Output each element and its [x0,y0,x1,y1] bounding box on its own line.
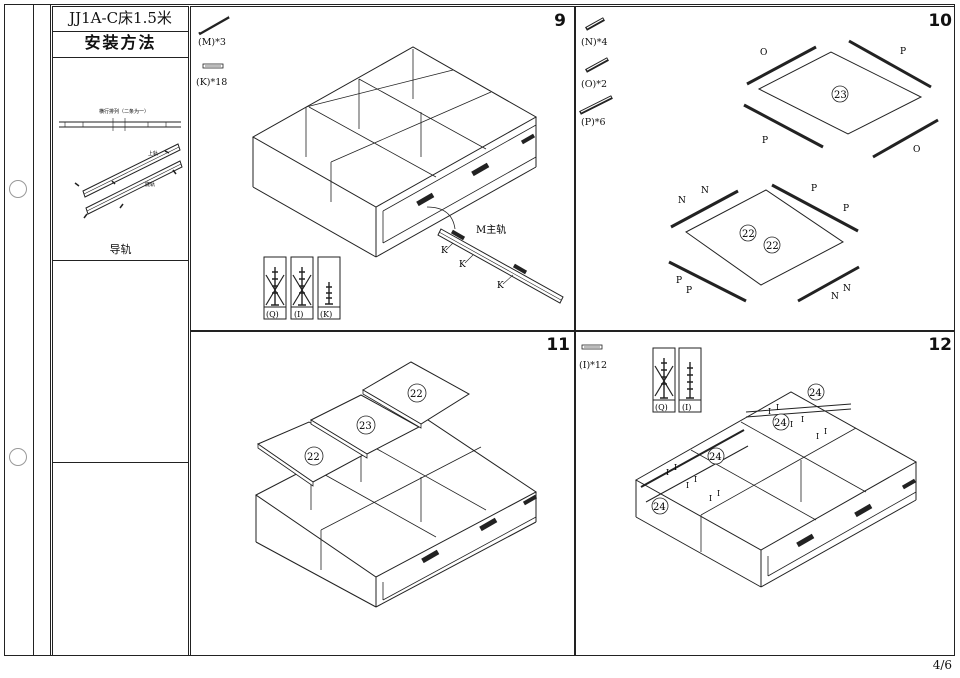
step-9-panel: 9 (M)*3 (K)*18 [190,6,575,331]
part-quantity-p: (P)*6 [581,117,606,128]
panel-22-b: 22 [766,241,779,252]
method-title: 安装方法 [53,32,188,58]
i-label: I [824,427,827,436]
part-quantity-k: (K)*18 [196,77,228,88]
edge-p2: P [762,136,768,146]
edge-p6: P [686,286,692,296]
screw-box-i: (I) [678,347,702,413]
edge-p4: P [843,204,849,214]
i-label: I [686,481,689,490]
panel-24-d: 24 [653,502,666,513]
model-number: JJ1A-C床1.5米 [53,7,188,32]
edge-n4: N [843,284,851,294]
i-label: I [816,432,819,441]
edge-p1: P [900,47,906,57]
step-10-panel: 10 (N)*4 (O)*2 (P)*6 23 O P P O 22 22 N … [575,6,955,331]
i-label: I [666,468,669,477]
i-label: I [717,489,720,498]
screw-box-q: (Q) [652,347,676,413]
screw-box-q: (Q) [263,256,287,320]
screw-label-q: (Q) [655,403,668,412]
k-label-2: K [459,260,466,270]
k-label-3: K [497,281,504,291]
screw-label-i: (I) [682,403,691,412]
i-label: I [801,415,804,424]
screw-label-k: (K) [320,310,332,319]
part-quantity-n: (N)*4 [581,37,608,48]
rail-caption: 导轨 [109,243,132,256]
margin-line-inner [50,4,51,656]
step-12-panel: 12 (I)*12 (Q) (I) [575,331,955,656]
i-label: I [694,475,697,484]
i-label: I [674,463,677,472]
i-label: I [776,403,779,412]
step-12-illustration: (Q) (I) 24 24 24 [581,344,918,588]
i-label: I [709,494,712,503]
panel-22-left: 22 [307,452,320,463]
step-number: 9 [554,11,566,31]
edge-n1: N [678,196,686,206]
edge-o2: O [913,145,920,155]
part-quantity-m: (M)*3 [198,37,226,48]
panel-22-right: 22 [410,389,423,400]
binder-hole-bottom [9,448,27,466]
rail-note: 横行排列（二条为一） [99,108,149,115]
edge-n3: N [831,292,839,302]
step-number: 11 [546,335,570,355]
i-label: I [768,407,771,416]
edge-p3: P [811,184,817,194]
k-label-1: K [441,246,448,256]
step-number: 10 [928,11,952,31]
rail-illustration: 横行排列（二条为一） 上轨 底轨 [59,108,183,219]
step-11-panel: 11 22 23 22 [190,331,575,656]
screw-label-i: (I) [294,310,303,319]
rail-label-top: 上轨 [148,150,158,157]
step-number: 12 [928,335,952,355]
part-quantity-i: (I)*12 [579,360,608,371]
rail-label-bottom: 底轨 [145,181,155,188]
screw-box-i: (I) [290,256,314,320]
panel-22-a: 22 [742,229,755,240]
edge-o1: O [760,48,767,58]
panel-24-b: 24 [774,418,787,429]
step-10-illustration: 23 O P P O 22 22 N N P P P P N N [579,17,939,303]
sidebar-empty-cell-2 [53,463,188,655]
panel-24-c: 24 [709,452,722,463]
panel-23: 23 [834,90,847,101]
rail-label-m: M主轨 [476,223,506,236]
i-label: I [790,420,793,429]
rail-illustration-cell: 横行排列（二条为一） 上轨 底轨 导轨 [53,58,188,261]
step-11-illustration: 22 23 22 [255,361,538,608]
edge-n2: N [701,186,709,196]
sidebar-empty-cell-1 [53,261,188,463]
step-9-illustration: M主轨 K K K (Q) (I) (K) [198,15,564,320]
screw-label-q: (Q) [266,310,279,319]
page-number: 4/6 [932,658,952,672]
panel-23-center: 23 [359,421,372,432]
screw-box-k: (K) [317,256,341,320]
panel-24-a: 24 [809,388,822,399]
part-quantity-o: (O)*2 [581,79,607,90]
edge-p5: P [676,276,682,286]
sidebar: JJ1A-C床1.5米 安装方法 横行排列（二条为一） 上轨 底轨 导轨 [52,6,189,656]
binder-hole-top [9,180,27,198]
margin-line [33,4,34,656]
